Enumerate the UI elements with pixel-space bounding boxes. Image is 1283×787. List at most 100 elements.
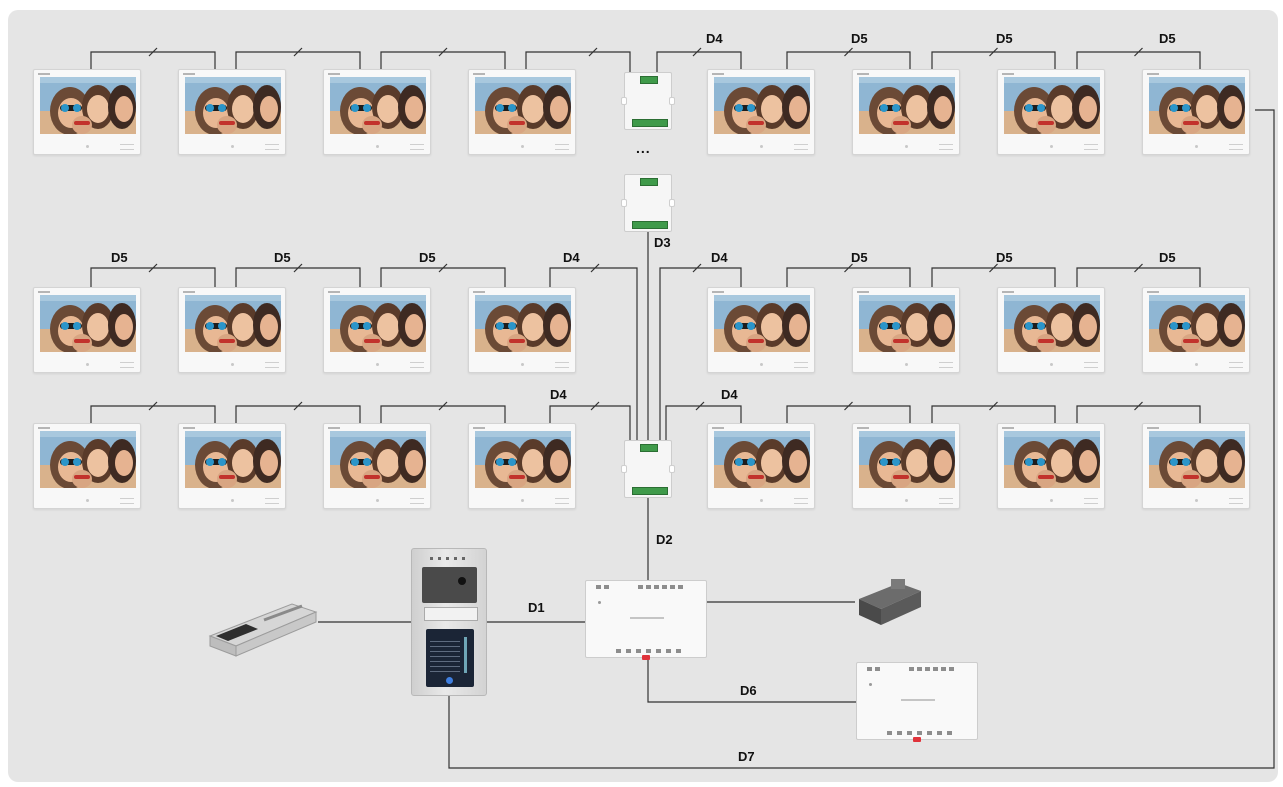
cable-tick <box>438 47 448 57</box>
cable-d4-top-left <box>525 51 631 72</box>
bottom-terminal <box>626 649 631 653</box>
monitor-mic <box>231 363 234 366</box>
cable-tick <box>438 263 448 273</box>
monitor-brand-mark <box>857 291 869 293</box>
indoor-monitor-r1-l2 <box>178 69 286 155</box>
monitor-touch-keys <box>555 498 569 504</box>
cable-left-chain <box>235 267 361 287</box>
cable-d7 <box>448 109 1275 769</box>
monitor-touch-keys <box>794 498 808 504</box>
display-list <box>430 637 460 673</box>
monitor-mic <box>760 499 763 502</box>
bottom-terminal <box>927 731 932 735</box>
cable-right-chain <box>931 267 1056 287</box>
monitor-mic <box>521 499 524 502</box>
monitor-mic <box>760 145 763 148</box>
cable-label-d5: D5 <box>274 250 291 265</box>
cable-label-d5: D5 <box>1159 250 1176 265</box>
cable-tick <box>844 263 853 273</box>
cable-left-chain <box>380 51 506 69</box>
monitor-screen <box>1004 77 1100 134</box>
cable-label-d4: D4 <box>550 387 567 402</box>
monitor-touch-keys <box>1084 362 1098 368</box>
cable-label-d5: D5 <box>111 250 128 265</box>
monitor-screen <box>40 295 136 352</box>
cable-tick <box>1134 401 1143 411</box>
monitor-screen <box>714 77 810 134</box>
monitor-mic <box>231 499 234 502</box>
fuse-red <box>642 655 650 660</box>
top-terminal <box>933 667 938 671</box>
call-button <box>446 677 453 684</box>
monitor-mic <box>376 145 379 148</box>
indoor-monitor-r3-r4 <box>1142 423 1250 509</box>
indoor-monitor-r2-l1 <box>33 287 141 373</box>
cable-d6 <box>647 658 856 703</box>
monitor-touch-keys <box>1229 144 1243 150</box>
cable-left-chain <box>235 51 361 69</box>
monitor-brand-mark <box>473 73 485 75</box>
monitor-brand-mark <box>328 291 340 293</box>
monitor-brand-mark <box>183 73 195 75</box>
mount-tab <box>621 97 627 105</box>
monitor-mic <box>86 499 89 502</box>
monitor-brand-mark <box>1002 427 1014 429</box>
cable-tick <box>844 401 853 411</box>
monitor-screen <box>475 295 571 352</box>
mount-tab <box>669 199 675 207</box>
cable-label-d4: D4 <box>721 387 738 402</box>
electromagnetic-lock <box>206 596 318 658</box>
monitor-touch-keys <box>265 144 279 150</box>
top-terminal <box>662 585 667 589</box>
monitor-screen <box>1149 295 1245 352</box>
camera-module <box>422 567 477 603</box>
mount-tab <box>669 465 675 473</box>
cable-right-chain <box>786 51 911 69</box>
cable-tick <box>1134 47 1143 57</box>
cable-tick <box>148 401 158 411</box>
mount-tab <box>669 97 675 105</box>
cable-label-d4: D4 <box>711 250 728 265</box>
cable-tick <box>692 263 702 273</box>
monitor-touch-keys <box>794 362 808 368</box>
monitor-touch-keys <box>939 144 953 150</box>
monitor-screen <box>1004 431 1100 488</box>
monitor-touch-keys <box>1229 362 1243 368</box>
monitor-brand-mark <box>38 73 50 75</box>
cable-label-d5: D5 <box>419 250 436 265</box>
bottom-terminal <box>937 731 942 735</box>
indoor-monitor-r3-l2 <box>178 423 286 509</box>
monitor-mic <box>1195 145 1198 148</box>
cable-tick <box>590 401 600 411</box>
cable-right-chain <box>1076 51 1201 69</box>
cable-d4-row3-right <box>665 405 742 440</box>
bottom-terminal <box>646 649 651 653</box>
cable-tick <box>989 401 998 411</box>
monitor-screen <box>1004 295 1100 352</box>
cable-right-chain <box>786 405 911 423</box>
monitor-brand-mark <box>1147 427 1159 429</box>
monitor-mic <box>905 499 908 502</box>
cable-left-chain <box>380 267 506 287</box>
cable-tick <box>692 47 702 57</box>
monitor-screen <box>40 77 136 134</box>
cable-label-d5: D5 <box>851 250 868 265</box>
bottom-terminal <box>676 649 681 653</box>
output-terminal <box>632 221 668 229</box>
indoor-monitor-r2-r4 <box>1142 287 1250 373</box>
monitor-screen <box>1149 77 1245 134</box>
monitor-mic <box>1050 363 1053 366</box>
bottom-terminal <box>666 649 671 653</box>
top-terminal <box>909 667 914 671</box>
bottom-terminal <box>947 731 952 735</box>
indoor-monitor-r3-l1 <box>33 423 141 509</box>
monitor-mic <box>521 363 524 366</box>
cable-label-d1: D1 <box>528 600 545 615</box>
bottom-terminal <box>616 649 621 653</box>
monitor-screen <box>859 431 955 488</box>
monitor-mic <box>1050 145 1053 148</box>
monitor-mic <box>905 363 908 366</box>
monitor-brand-mark <box>1002 73 1014 75</box>
monitor-screen <box>1149 431 1245 488</box>
